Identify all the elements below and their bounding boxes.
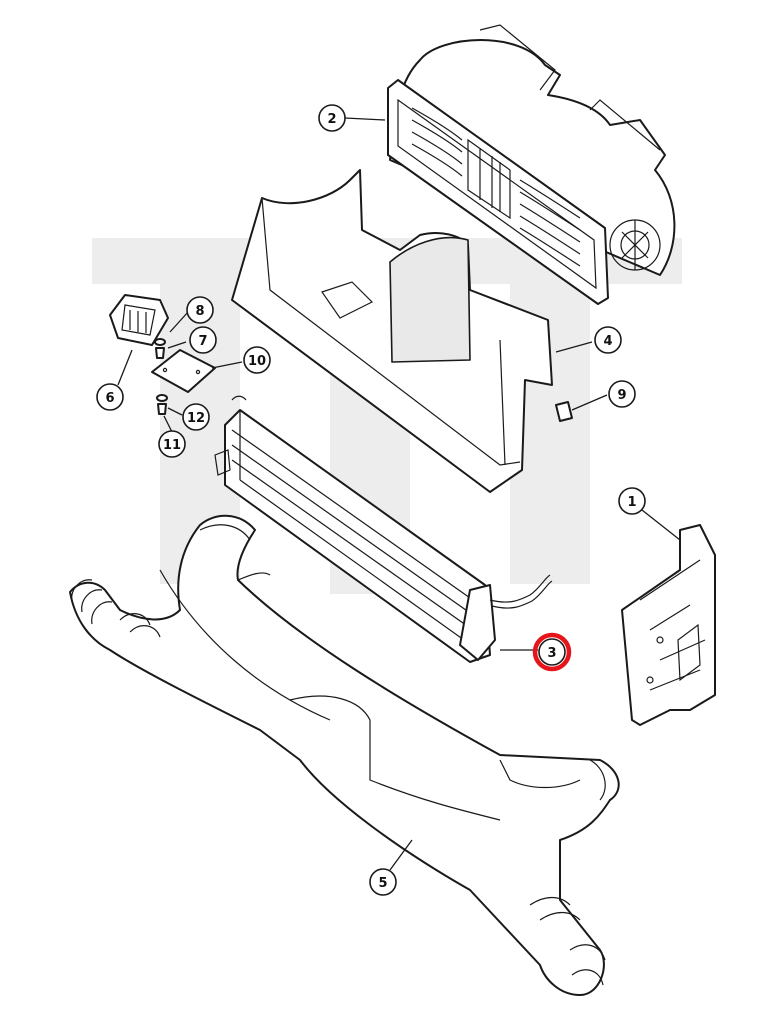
screw-and-washer-upper [154, 338, 166, 359]
blower-housing [231, 169, 553, 493]
callout-1-label: 1 [627, 495, 636, 510]
callout-3[interactable]: 3 [532, 632, 572, 672]
callout-9: 9 [608, 380, 636, 408]
callout-7: 7 [189, 326, 217, 354]
mounting-bracket [621, 524, 716, 726]
leader-lines [117, 117, 681, 871]
control-module [109, 294, 169, 346]
callout-10: 10 [243, 346, 271, 374]
callout-6-label: 6 [105, 391, 114, 406]
callout-8: 8 [186, 296, 214, 324]
screw-and-washer-lower [156, 394, 168, 415]
callout-9-label: 9 [617, 388, 626, 403]
callout-2: 2 [318, 104, 346, 132]
callout-3-label: 3 [547, 646, 556, 661]
callout-12-label: 12 [187, 411, 205, 426]
callout-4: 4 [594, 326, 622, 354]
callout-11-label: 11 [163, 438, 181, 453]
callout-7-label: 7 [198, 334, 207, 349]
callout-11: 11 [158, 430, 186, 458]
callout-12: 12 [182, 403, 210, 431]
callout-3-highlight [532, 632, 572, 672]
callout-8-label: 8 [195, 304, 204, 319]
callout-5: 5 [369, 868, 397, 896]
blower-motor-assembly [387, 24, 676, 305]
callout-5-label: 5 [378, 876, 387, 891]
retaining-clip [555, 401, 573, 422]
heater-core [214, 395, 553, 663]
callout-10-label: 10 [248, 354, 266, 369]
callout-4-label: 4 [603, 334, 612, 349]
air-duct [69, 514, 620, 996]
callout-2-label: 2 [327, 112, 336, 127]
callout-6: 6 [96, 383, 124, 411]
callout-1: 1 [618, 487, 646, 515]
